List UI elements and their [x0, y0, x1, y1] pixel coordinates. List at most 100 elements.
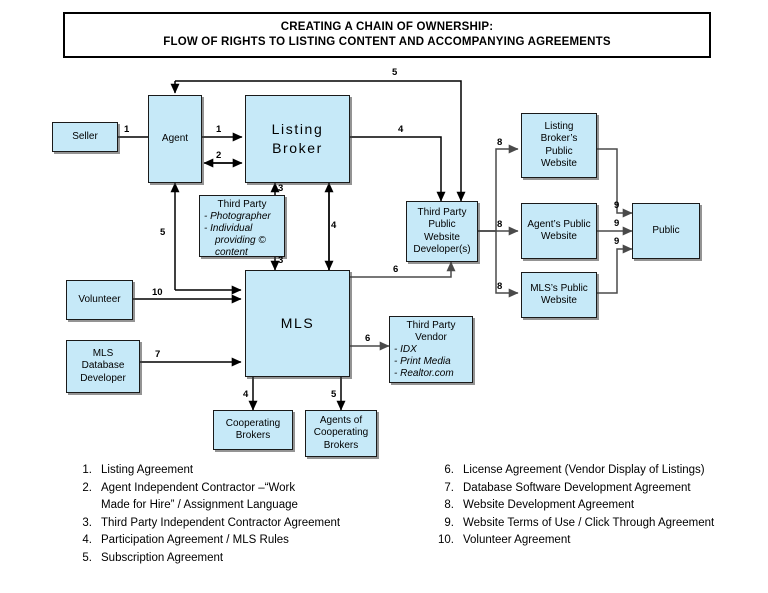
node-agent-label: Agent — [161, 132, 189, 144]
legend: 1. Listing Agreement 2.Agent Independent C… — [0, 462, 768, 593]
legend-item: 7. Database Software Development Agreemen… — [428, 480, 758, 498]
node-agents-of-cooperating-brokers[interactable]: Agents of Cooperating Brokers — [305, 410, 377, 457]
node-mls-site-label-1: MLS’s Public — [530, 282, 588, 294]
node-agents-coop-label-1: Agents of — [319, 414, 363, 426]
node-agent-site-label-2: Website — [541, 231, 577, 242]
legend-item-number: 8. — [444, 499, 454, 511]
edge-label-listing-broker-dev-4: 4 — [398, 124, 404, 135]
legend-item-text: Volunteer Agreement — [463, 532, 758, 550]
edge-label-listing-broker-mls-4: 4 — [331, 220, 337, 231]
node-third-party-item-2-cont1: providing © — [215, 235, 266, 246]
diagram-title-banner: CREATING A CHAIN OF OWNERSHIP: FLOW OF R… — [63, 12, 711, 58]
legend-item-number: 4. — [82, 534, 92, 546]
edge-label-agent-listing-broker-1: 1 — [216, 124, 222, 135]
legend-item-text: Third Party Independent Contractor Agree… — [101, 515, 406, 533]
legend-item-number: 5. — [82, 551, 92, 564]
edge-label-listing-broker-dev-5: 5 — [392, 67, 398, 78]
legend-item: 1. Listing Agreement — [66, 462, 406, 480]
node-third-party-item-1: - Photographer — [204, 211, 271, 222]
node-third-party-public-website-developer[interactable]: Third Party Public Website Developer(s) — [406, 201, 478, 262]
node-tp-vendor-heading-2: Vendor — [415, 332, 447, 343]
node-tp-dev-label-1: Third Party — [417, 206, 467, 218]
edge-label-mls-cooperating-4: 4 — [243, 389, 249, 400]
page-title-line-2: FLOW OF RIGHTS TO LISTING CONTENT AND AC… — [163, 36, 611, 48]
legend-column-left: 1. Listing Agreement 2.Agent Independent C… — [66, 462, 406, 567]
legend-item-number: 3. — [82, 516, 92, 529]
node-cooperating-brokers[interactable]: Cooperating Brokers — [213, 410, 293, 450]
page-title-line-1: CREATING A CHAIN OF OWNERSHIP: — [280, 21, 494, 33]
legend-item-number: 6. — [444, 464, 454, 476]
edge-label-mls-site-public-9: 9 — [614, 236, 620, 247]
edge-label-lb-site-public-9: 9 — [614, 200, 620, 211]
node-listing-broker[interactable]: Listing Broker — [245, 95, 350, 183]
legend-item-number: 7. — [444, 481, 454, 494]
node-tp-dev-label-3: Website — [424, 231, 460, 243]
legend-item-text-main: Database Software Development Agreement — [463, 481, 691, 494]
node-tp-vendor-item-2: - Print Media — [394, 356, 451, 367]
legend-item-number: 1. — [82, 464, 92, 476]
node-tp-vendor-heading-1: Third Party — [406, 320, 456, 331]
node-tp-dev-label-4: Developer(s) — [413, 244, 471, 255]
node-cooperating-brokers-label-1: Cooperating — [225, 417, 281, 429]
node-mls-db-dev-label-3: Developer — [80, 372, 126, 384]
node-seller-label: Seller — [72, 130, 98, 142]
edge-label-dev-mls-site-8: 8 — [497, 281, 503, 292]
edge-label-dev-agent-site-8: 8 — [497, 219, 503, 230]
legend-item-text-main: Third Party Independent Contractor Agree… — [101, 516, 341, 529]
legend-item: 8. Website Development Agreement — [428, 497, 758, 515]
node-volunteer[interactable]: Volunteer — [66, 280, 133, 320]
legend-item-text: Website Development Agreement — [463, 497, 758, 515]
node-lb-site-label-2: Broker’s — [540, 133, 578, 144]
legend-item-text-main: Subscription Agreement — [101, 551, 224, 564]
edge-label-seller-agent: 1 — [124, 124, 130, 135]
edge-label-dev-lb-site-8: 8 — [497, 137, 503, 148]
edge-label-third-party-mls-3: 3 — [278, 255, 284, 266]
node-agent-site-label-1: Agent’s Public — [527, 218, 591, 230]
edge-label-mls-vendor-6: 6 — [365, 333, 371, 344]
flow-diagram: Seller Agent Listing Broker Third Party … — [52, 67, 700, 457]
edge-label-agent-listing-broker-2: 2 — [216, 150, 222, 161]
node-public-label: Public — [652, 224, 680, 236]
node-mls-site-label-2: Website — [541, 295, 577, 306]
legend-item-text: Listing Agreement — [101, 462, 406, 480]
legend-column-right: 6. License Agreement (Vendor Display of L… — [428, 462, 758, 550]
legend-item-text-continuation: Made for Hire” / Assignment Language — [101, 499, 298, 511]
node-mls-public-website[interactable]: MLS’s Public Website — [521, 272, 597, 318]
legend-item-text: Website Terms of Use / Click Through Agr… — [463, 515, 758, 533]
node-public[interactable]: Public — [632, 203, 700, 259]
legend-item-text-main: Listing Agreement — [101, 464, 194, 476]
node-mls-db-dev-label-2: Database — [81, 360, 125, 372]
node-third-party[interactable]: Third Party - Photographer - Individual … — [199, 195, 285, 258]
node-listing-brokers-public-website[interactable]: Listing Broker’s Public Website — [521, 113, 597, 178]
edge-label-mls-agentscoop-5: 5 — [331, 389, 337, 400]
node-agents-public-website[interactable]: Agent’s Public Website — [521, 203, 597, 259]
edge-label-agent-site-public-9: 9 — [614, 218, 620, 229]
legend-item-text-main: Participation Agreement / MLS Rules — [101, 534, 289, 546]
diagram-connectors — [118, 80, 633, 411]
edge-label-third-party-listing-broker-3: 3 — [278, 183, 284, 194]
node-listing-broker-label-1: Listing — [271, 121, 324, 137]
legend-item-text-main: Website Development Agreement — [463, 499, 635, 511]
node-lb-site-label-3: Public — [545, 145, 573, 157]
legend-item-text-main: License Agreement (Vendor Display of Lis… — [463, 464, 705, 476]
edge-label-dbdev-mls-7: 7 — [155, 349, 161, 360]
legend-item-text: License Agreement (Vendor Display of Lis… — [463, 462, 758, 480]
node-tp-vendor-item-3: - Realtor.com — [394, 368, 454, 379]
node-agents-coop-label-2: Cooperating — [313, 427, 369, 439]
legend-item: 4. Participation Agreement / MLS Rules — [66, 532, 406, 550]
legend-item-text-main: Agent Independent Contractor –“Work — [101, 481, 296, 494]
node-agents-coop-label-3: Brokers — [323, 439, 359, 451]
legend-item-text: Database Software Development Agreement — [463, 480, 758, 498]
node-third-party-item-2-cont2: content — [215, 247, 248, 258]
node-tp-vendor-item-1: - IDX — [394, 344, 417, 355]
node-mls-database-developer[interactable]: MLS Database Developer — [66, 340, 140, 393]
node-agent[interactable]: Agent — [148, 95, 202, 183]
node-lb-site-label-4: Website — [541, 158, 577, 169]
legend-item: 6. License Agreement (Vendor Display of L… — [428, 462, 758, 480]
node-third-party-vendor[interactable]: Third Party Vendor - IDX - Print Media -… — [389, 316, 473, 383]
node-seller[interactable]: Seller — [52, 122, 118, 152]
node-mls[interactable]: MLS — [245, 270, 350, 377]
node-third-party-item-2: - Individual — [204, 223, 253, 234]
